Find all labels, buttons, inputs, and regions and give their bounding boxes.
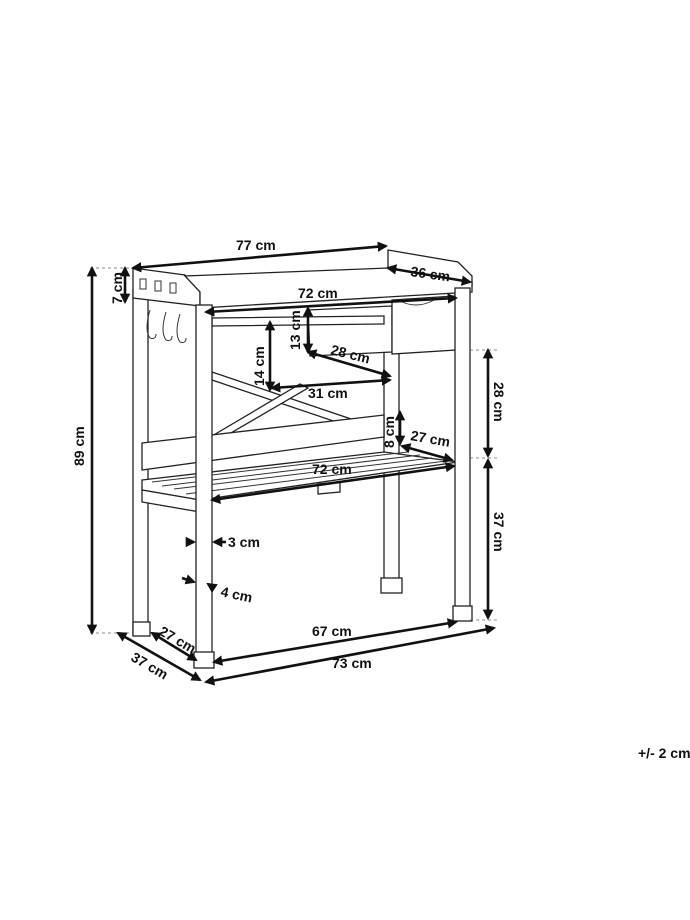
label-drawer-width: 31 cm: [308, 385, 348, 401]
label-inner-leg-span: 67 cm: [312, 623, 352, 639]
label-inner-depth: 27 cm: [157, 623, 199, 657]
tolerance-note: +/- 2 cm: [638, 745, 690, 761]
dimension-lines: [86, 241, 497, 686]
label-total-depth: 37 cm: [129, 649, 171, 683]
front-left-leg: [195, 304, 213, 664]
drawer-front: [391, 295, 457, 355]
label-drawer-height: 13 cm: [287, 310, 303, 350]
label-upper-gap: 28 cm: [491, 382, 507, 422]
front-right-leg: [454, 287, 471, 619]
label-shelf-depth: 27 cm: [409, 427, 451, 450]
foot-cap: [380, 577, 403, 594]
hooks-icon: [139, 278, 187, 343]
label-frame-height: 14 cm: [251, 346, 267, 386]
label-leg-depth: 4 cm: [219, 583, 254, 605]
label-shelf-width: 72 cm: [312, 461, 352, 477]
label-top-depth: 36 cm: [410, 263, 452, 284]
label-side-panel-height: 7 cm: [109, 272, 125, 304]
label-shelf-height: 37 cm: [491, 512, 507, 552]
label-total-width: 73 cm: [332, 655, 372, 671]
label-top-width: 77 cm: [236, 237, 276, 253]
label-shelf-rail-height: 8 cm: [381, 416, 397, 448]
label-inner-width: 72 cm: [298, 285, 338, 301]
label-total-height: 89 cm: [71, 426, 87, 466]
label-leg-width: 3 cm: [228, 534, 260, 550]
